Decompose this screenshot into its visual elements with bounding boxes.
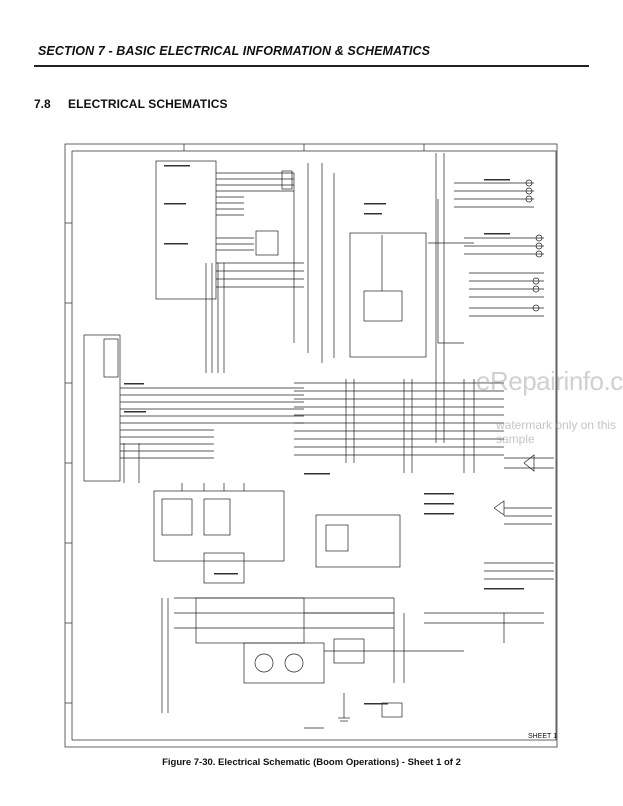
- subsection-number: 7.8: [34, 97, 51, 111]
- header-rule: [34, 65, 589, 67]
- watermark-text: eRepairinfo.com: [476, 366, 623, 396]
- sheet-label: SHEET 1: [528, 733, 558, 740]
- subsection-title: ELECTRICAL SCHEMATICS: [68, 97, 228, 111]
- electrical-schematic: [64, 143, 558, 748]
- watermark-subtext: watermark only on this sample: [496, 418, 617, 446]
- section-title: SECTION 7 - BASIC ELECTRICAL INFORMATION…: [38, 44, 431, 58]
- figure-caption: Figure 7-30. Electrical Schematic (Boom …: [162, 757, 461, 768]
